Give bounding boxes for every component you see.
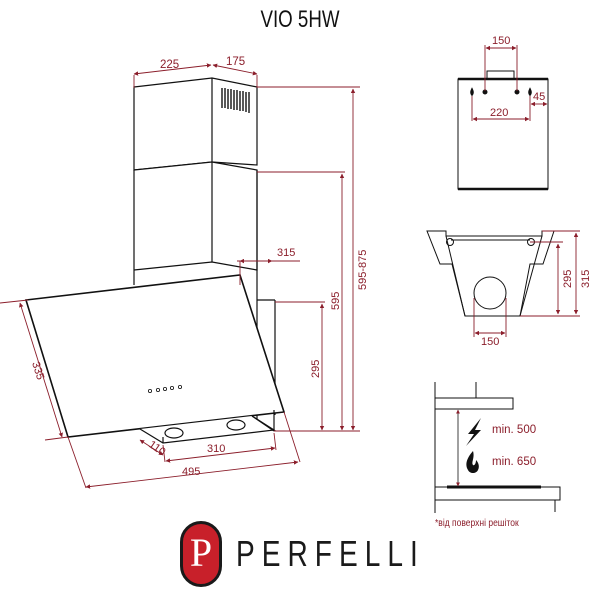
filter-light-right (226, 419, 246, 431)
dim-295-bottom: 295 (562, 270, 574, 288)
clearance-footnote: *від поверхні решіток (435, 518, 519, 529)
flame-icon (466, 451, 479, 473)
top-view (457, 70, 549, 191)
brand-name: PERFELLI (236, 533, 425, 574)
dim-45: 45 (533, 91, 545, 103)
lightning-icon (466, 418, 481, 446)
dim-220: 220 (490, 107, 508, 119)
brand-badge-icon: P (180, 521, 222, 587)
dim-150-bottom: 150 (481, 336, 499, 348)
brand-logo: P PERFELLI (180, 518, 478, 590)
dim-595: 595 (330, 292, 342, 310)
model-title: VIO 5HW (260, 6, 340, 33)
bottom-dimensions (473, 230, 580, 337)
vent-slats-icon (221, 88, 250, 113)
dim-295: 295 (310, 360, 322, 378)
dim-595-875: 595-875 (357, 250, 369, 290)
clearance-gas-label: min. 650 (492, 456, 536, 468)
dim-150-top: 150 (492, 35, 510, 47)
side-dimensions (0, 63, 360, 489)
dim-495: 495 (182, 466, 200, 478)
clearance-view (434, 382, 561, 513)
dim-335: 335 (29, 360, 46, 381)
brand-letter: P (189, 530, 213, 575)
outlet-circle (473, 276, 507, 310)
dim-315-bottom: 315 (580, 270, 592, 288)
bottom-view (426, 230, 555, 317)
dim-175: 175 (226, 56, 245, 68)
dim-225: 225 (160, 59, 179, 71)
filter-light-left (164, 427, 184, 439)
dim-315: 315 (277, 247, 295, 259)
dim-310: 310 (207, 443, 225, 455)
side-view (24, 77, 286, 444)
top-dimension-labels: 150 220 45 (490, 35, 545, 119)
control-buttons (147, 384, 182, 393)
bottom-dimension-labels: 150 295 315 (481, 270, 592, 348)
top-dimensions (471, 45, 548, 122)
clearance-electric-label: min. 500 (492, 424, 536, 436)
